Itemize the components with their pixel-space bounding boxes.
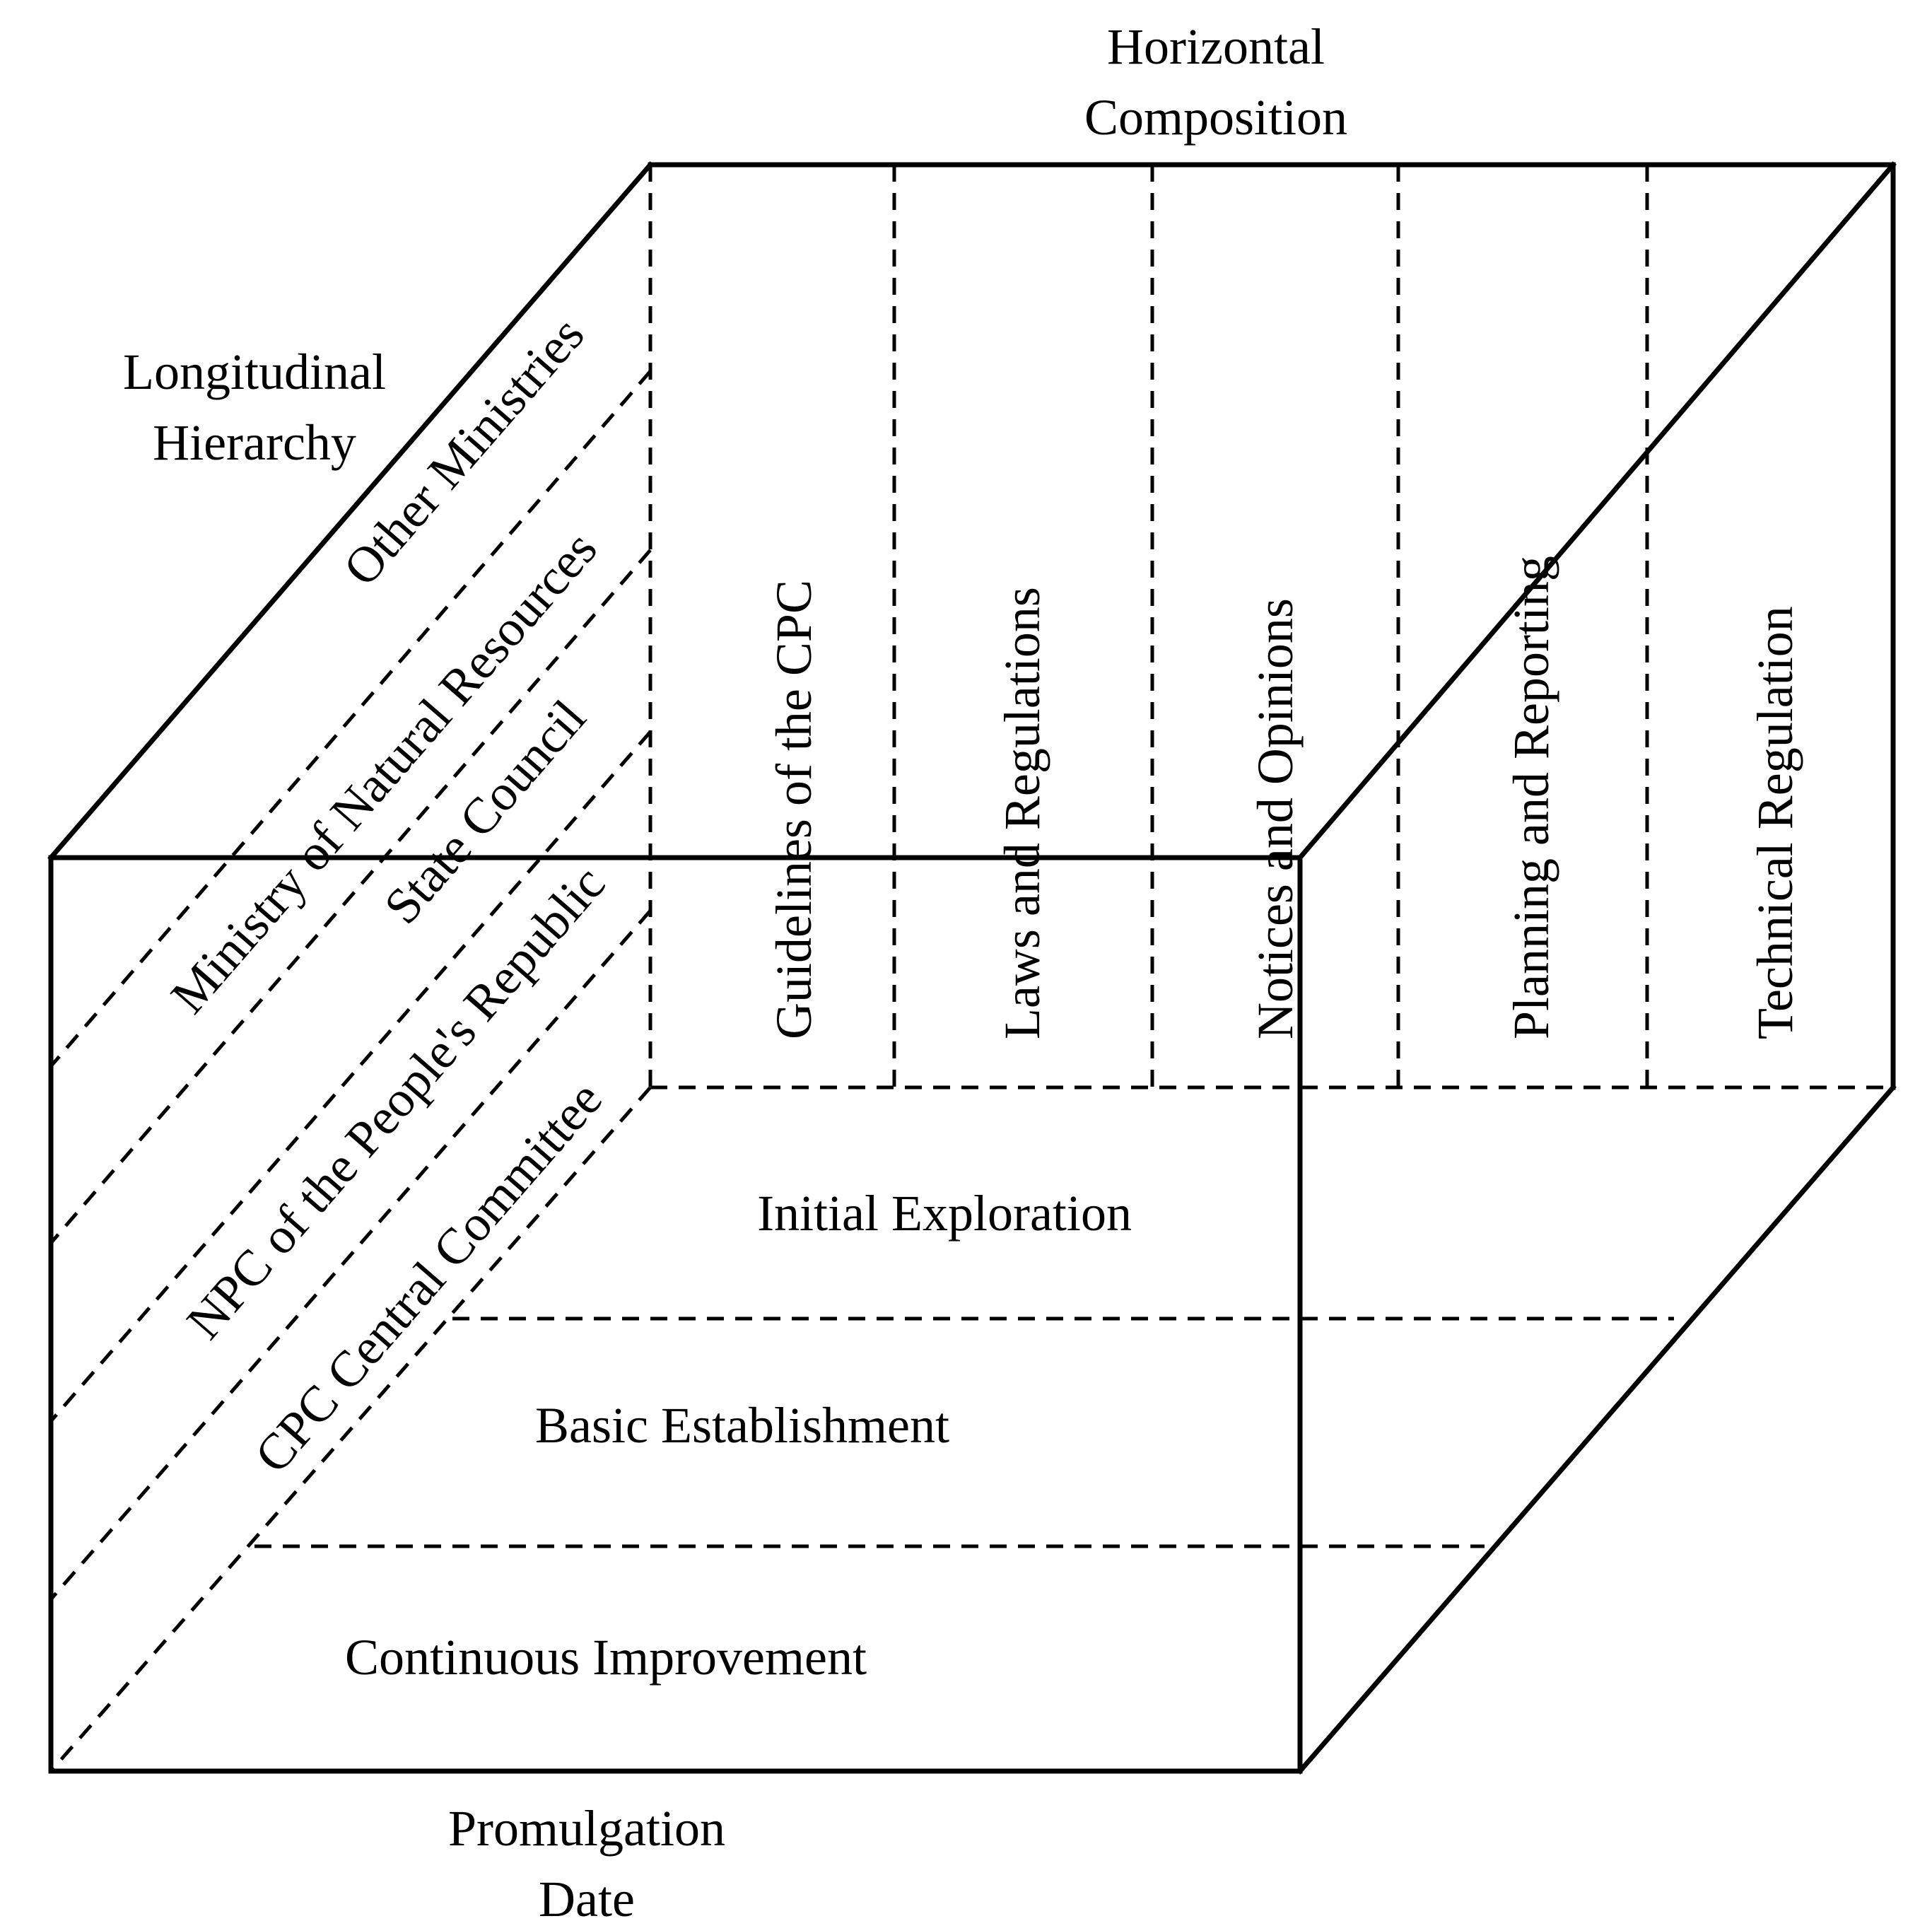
hierarchy-divider [49, 730, 652, 1423]
composition-label: Technical Regulation [1747, 606, 1803, 1039]
bottom-right-edge [1296, 1084, 1897, 1775]
cube-outline [47, 161, 1897, 1775]
internal-dividers [49, 165, 1893, 1773]
hierarchy-divider [49, 370, 652, 1068]
composition-label: Planning and Reporting [1503, 556, 1559, 1039]
top-left-edge [47, 161, 654, 861]
hierarchy-divider [49, 909, 652, 1601]
composition-label: Laws and Regulations [994, 587, 1050, 1039]
stage-label: Basic Establishment [535, 1397, 949, 1454]
front-face [48, 855, 1303, 1774]
stage-labels: Initial Exploration Basic Establishment … [345, 1185, 1132, 1686]
composition-label: Notices and Opinions [1247, 598, 1304, 1039]
hierarchy-divider [49, 549, 652, 1244]
longitudinal-axis-title: Longitudinal [123, 344, 386, 400]
hierarchy-labels: Other Ministries Ministry of Natural Res… [160, 306, 616, 1483]
stage-label: Continuous Improvement [345, 1629, 867, 1686]
composition-label: Guidelines of the CPC [766, 580, 822, 1039]
horizontal-axis-title: Composition [1084, 89, 1347, 146]
top-right-edge [1296, 161, 1897, 861]
composition-labels: Guidelines of the CPC Laws and Regulatio… [766, 556, 1803, 1039]
hidden-bottom-edge [49, 1086, 652, 1773]
date-axis-title: Promulgation [448, 1800, 725, 1857]
stage-label: Initial Exploration [757, 1185, 1132, 1242]
axis-titles: Horizontal Composition Longitudinal Hier… [123, 18, 1347, 1921]
date-axis-title: Date [539, 1871, 635, 1921]
longitudinal-axis-title: Hierarchy [153, 414, 356, 471]
horizontal-axis-title: Horizontal [1107, 18, 1325, 75]
